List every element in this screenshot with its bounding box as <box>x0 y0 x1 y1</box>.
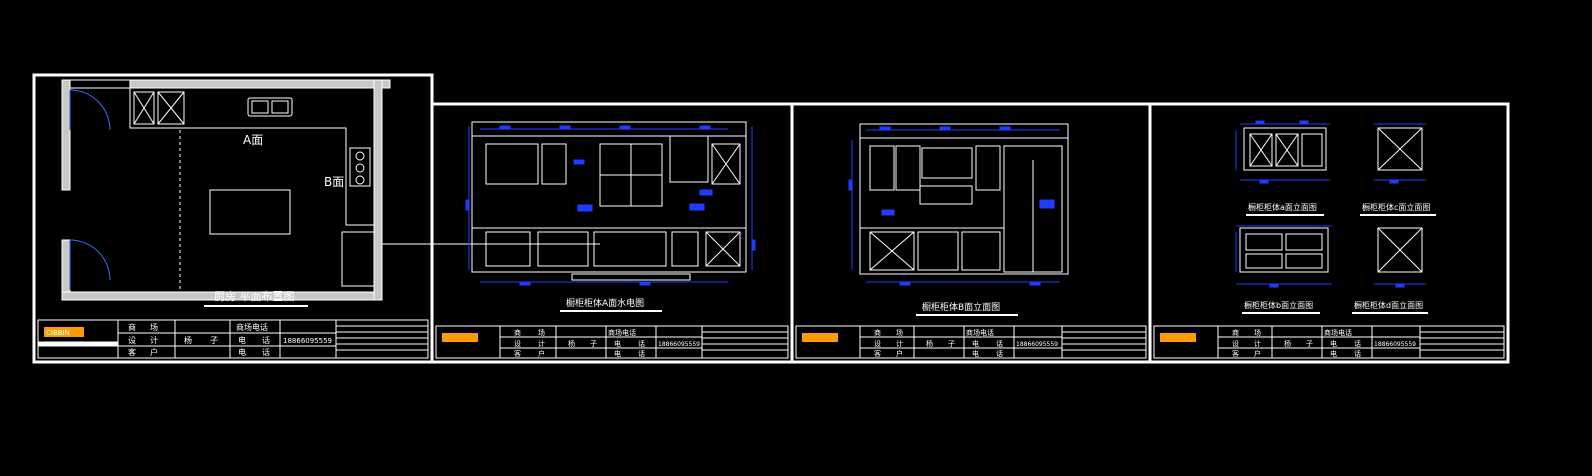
plan-tb-phone: 18866095559 <box>283 337 332 345</box>
sheet-b-dimensions <box>848 126 1060 286</box>
sheet-b-tb-r2c5: 电 <box>972 339 979 348</box>
sheet-b-tb-r2c4: 子 <box>948 340 955 348</box>
plan-title-block <box>37 319 429 359</box>
sheet-a-tb-r3c2: 户 <box>538 349 545 358</box>
sheet-a-logo <box>442 333 478 342</box>
sheet-d-tb-r3c1: 客 <box>1232 349 1239 358</box>
sheet-d-tb-r3c3: 电 <box>1330 349 1337 358</box>
sheet-b-title-block <box>795 325 1147 359</box>
sheet-d-tb-r3c2: 户 <box>1254 349 1261 358</box>
sheet-b-tb-phone: 18866095559 <box>1016 341 1058 348</box>
sheet-a-tb-r3c3: 电 <box>614 349 621 358</box>
sheet-a-elevation[interactable]: 橱柜柜体A面水电图 商 场 商场电话 设 计 杨 子 电 话 188660955… <box>430 102 794 364</box>
plan-tb-r3c1: 客 <box>128 347 136 357</box>
sheet-a-tb-r3c1: 客 <box>514 349 521 358</box>
sheet-d-logo <box>1160 333 1196 342</box>
plan-logo <box>44 327 84 337</box>
sheet-a-tb-r2c5: 电 <box>614 339 621 348</box>
sheet-a-tb-r1c1: 商 <box>514 328 521 337</box>
plan-logo-text: CIBBIN <box>46 329 70 337</box>
sheet-b-tb-r2c1: 设 <box>874 339 881 348</box>
plan-marker-a: A面 <box>243 133 263 147</box>
sheet-d-caption-b: 橱柜柜体b面立面图 <box>1244 300 1313 310</box>
plan-tb-r1c4: 商场电话 <box>236 322 268 332</box>
sheet-b-tb-r2c6: 话 <box>996 339 1003 348</box>
sheet-a-tb-r2c4: 子 <box>590 340 597 348</box>
sheet-a-tb-r1c2: 场 <box>538 328 545 337</box>
sheet-a-tb-phone: 18866095559 <box>658 341 700 348</box>
sheet-d-units <box>1239 127 1423 273</box>
sheet-b-tb-r2c2: 计 <box>896 339 903 348</box>
sheet-d-tb-r1c1: 商 <box>1232 328 1239 337</box>
sheet-d-tb-r2c5: 电 <box>1330 339 1337 348</box>
sheet-b-tb-r3c2: 户 <box>896 349 903 358</box>
plan-marker-b: B面 <box>324 175 344 189</box>
sheet-a-tb-r2c1: 设 <box>514 339 521 348</box>
sheet-d-tb-r2c3: 杨 <box>1284 339 1291 348</box>
sheet-b-caption: 橱柜柜体B面立面图 <box>922 301 1000 313</box>
plan-tb-r1c1: 商 <box>128 322 136 332</box>
sheet-a-dimensions <box>465 125 756 286</box>
plan-tb-r2c6: 话 <box>262 335 270 345</box>
sheet-d-tb-r3c4: 话 <box>1354 349 1361 358</box>
sheet-a-tb-r2c2: 计 <box>538 339 545 348</box>
plan-island <box>209 189 291 235</box>
sheet-d-dimensions <box>1235 120 1426 288</box>
sheet-b-logo <box>802 333 838 342</box>
sheet-a-caption: 橱柜柜体A面水电图 <box>566 297 644 309</box>
plan-tb-r3c4: 电 <box>238 347 246 357</box>
plan-tb-r1c2: 场 <box>150 323 158 332</box>
sheet-b-tb-r1c2: 场 <box>896 328 903 337</box>
plan-tb-r2c3: 杨 <box>184 335 192 345</box>
plan-caption: 厨房 平面布置图 <box>214 290 295 303</box>
sheet-d-tb-r1c3: 商场电话 <box>1324 328 1352 337</box>
sheet-a-tb-r3c4: 话 <box>638 349 645 358</box>
plan-tb-r2c2: 计 <box>150 335 158 345</box>
sheet-d-caption-d: 橱柜柜体d面立面图 <box>1354 300 1423 310</box>
plan-tb-r3c5: 话 <box>262 347 270 357</box>
sheet-d-tb-r1c2: 场 <box>1254 328 1261 337</box>
sheet-d-tb-r2c1: 设 <box>1232 339 1239 348</box>
sheet-d-elevations[interactable]: 橱柜柜体a面立面图 橱柜柜体c面立面图 橱柜柜体b面立面图 橱柜柜体d面立面图 … <box>1148 102 1510 364</box>
sheet-b-tb-r3c4: 话 <box>996 349 1003 358</box>
sheet-d-caption-a: 橱柜柜体a面立面图 <box>1248 202 1317 212</box>
plan-tb-r2c5: 电 <box>238 335 246 345</box>
sheet-d-tb-phone: 18866095559 <box>1374 341 1416 348</box>
plan-tb-r2c1: 设 <box>128 335 136 345</box>
sheet-b-cabinets <box>859 123 1069 275</box>
sheet-a-tb-r1c3: 商场电话 <box>608 328 636 337</box>
plan-counter-a <box>129 88 375 292</box>
sheet-b-tb-r1c3: 商场电话 <box>966 328 994 337</box>
sheet-d-tb-r2c2: 计 <box>1254 339 1261 348</box>
sheet-floor-plan[interactable]: A面 B面 厨房 平面布置图 CIBBIN 商 场 商场电话 设 计 杨 <box>32 73 434 364</box>
sheet-a-tb-r2c6: 话 <box>638 339 645 348</box>
plan-tb-r3c2: 户 <box>150 347 158 357</box>
sheet-b-tb-r3c1: 客 <box>874 349 881 358</box>
plan-doors <box>69 89 111 290</box>
sheet-b-tb-r2c3: 杨 <box>926 339 933 348</box>
sheet-b-tb-r1c1: 商 <box>874 328 881 337</box>
sheet-d-title-block <box>1153 325 1505 359</box>
sheet-d-tb-r2c6: 话 <box>1354 339 1361 348</box>
sheet-a-title-block <box>435 325 789 359</box>
sheet-a-tb-r2c3: 杨 <box>568 339 575 348</box>
sheet-b-tb-r3c3: 电 <box>972 349 979 358</box>
plan-walls <box>61 79 391 301</box>
sheet-a-cabinets <box>471 121 747 281</box>
sheet-d-tb-r2c4: 子 <box>1306 340 1313 348</box>
plan-tb-r2c4: 子 <box>210 336 218 345</box>
sheet-d-caption-c: 橱柜柜体c面立面图 <box>1362 202 1430 212</box>
